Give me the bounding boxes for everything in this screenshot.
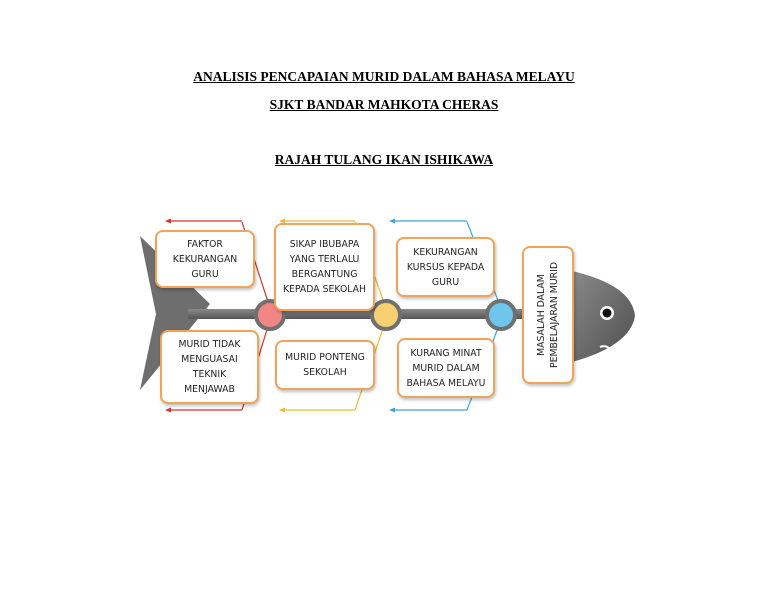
cause-box-bottom-middle: MURID PONTENG SEKOLAH bbox=[275, 340, 375, 390]
fish-spine bbox=[188, 309, 524, 319]
cause-label: SIKAP IBUBAPA YANG TERLALU BERGANTUNG KE… bbox=[282, 239, 367, 295]
title-line-2: SJKT BANDAR MAHKOTA CHERAS bbox=[269, 97, 499, 112]
problem-label-line-1: MASALAH DALAM bbox=[536, 274, 548, 356]
cause-box-top-right: KEKURANGAN KURSUS KEPADA GURU bbox=[396, 237, 495, 297]
fish-mouth bbox=[599, 345, 612, 352]
cause-box-top-middle: SIKAP IBUBAPA YANG TERLALU BERGANTUNG KE… bbox=[274, 223, 375, 311]
cause-box-bottom-right: KURANG MINAT MURID DALAM BAHASA MELAYU bbox=[397, 338, 495, 398]
problem-label: MASALAH DALAM PEMBELAJARAN MURID bbox=[535, 262, 561, 368]
cause-label: KURANG MINAT MURID DALAM BAHASA MELAYU bbox=[406, 347, 486, 389]
cause-label: MURID PONTENG SEKOLAH bbox=[285, 352, 365, 378]
cause-box-top-left: FAKTOR KEKURANGAN GURU bbox=[155, 230, 255, 288]
problem-label-line-2: PEMBELAJARAN MURID bbox=[549, 262, 561, 368]
cause-box-bottom-left: MURID TIDAK MENGUASAI TEKNIK MENJAWAB bbox=[160, 330, 259, 404]
diagram-title: RAJAH TULANG IKAN ISHIKAWA bbox=[274, 152, 494, 167]
cause-label: KEKURANGAN KURSUS KEPADA GURU bbox=[406, 246, 485, 288]
node-blue bbox=[485, 299, 517, 331]
problem-box: MASALAH DALAM PEMBELAJARAN MURID bbox=[522, 246, 574, 384]
fish-pupil bbox=[602, 308, 612, 318]
top-arrows bbox=[165, 218, 467, 224]
node-yellow bbox=[370, 299, 402, 331]
cause-label: FAKTOR KEKURANGAN GURU bbox=[172, 238, 238, 280]
title-line-1: ANALISIS PENCAPAIAN MURID DALAM BAHASA M… bbox=[193, 69, 575, 84]
bottom-arrows bbox=[165, 407, 467, 413]
cause-label: MURID TIDAK MENGUASAI TEKNIK MENJAWAB bbox=[178, 339, 241, 395]
